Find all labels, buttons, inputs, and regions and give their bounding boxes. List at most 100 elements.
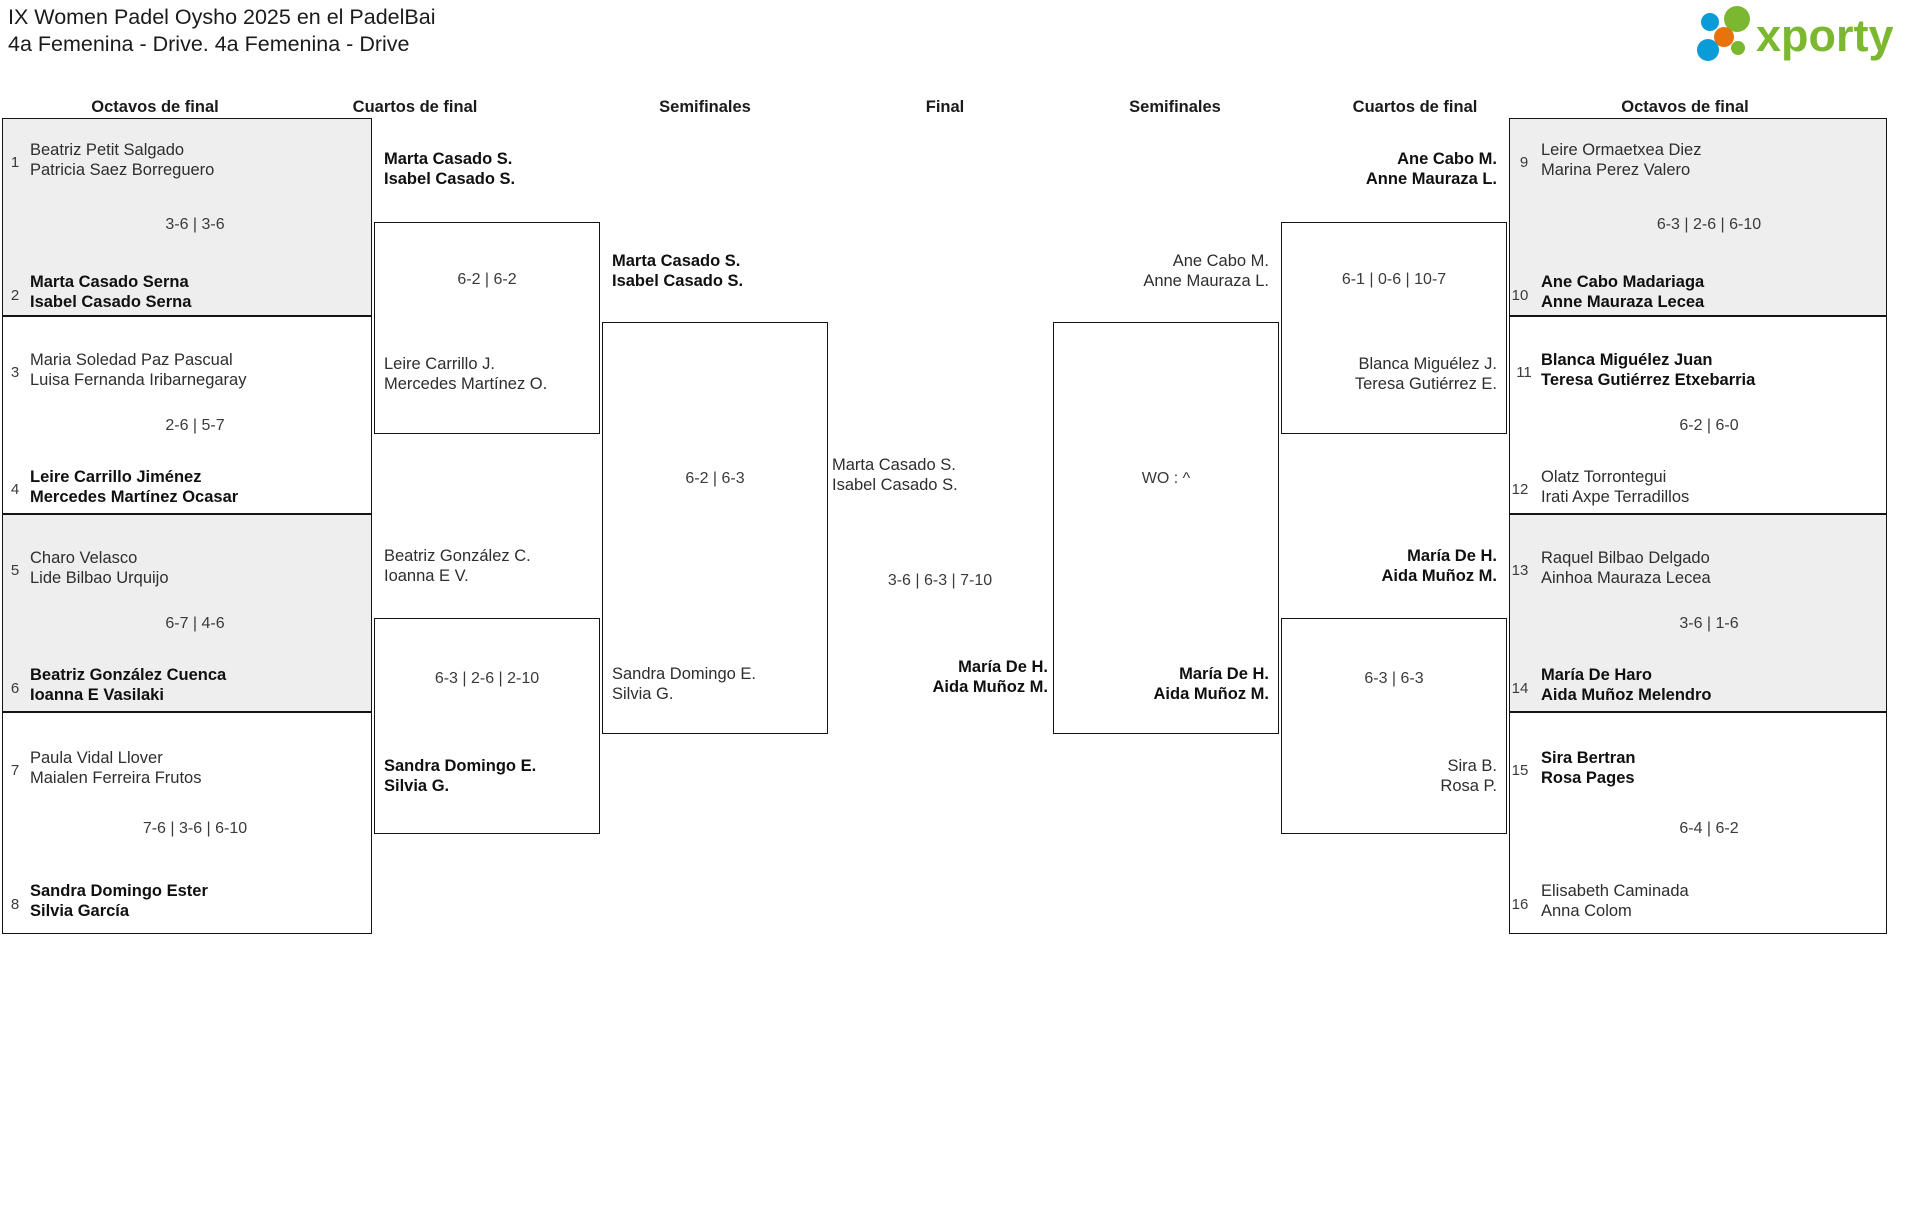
match-box-lqf-2[interactable] xyxy=(374,618,600,834)
match-box-rqf-1[interactable] xyxy=(1281,222,1507,434)
score-lqf-1: 6-2 | 6-2 xyxy=(457,271,517,288)
team-l16-3-top: Charo Velasco Lide Bilbao Urquijo xyxy=(30,549,169,588)
player-name: Sira B. xyxy=(1447,757,1497,775)
score-lqf-2: 6-3 | 2-6 | 2-10 xyxy=(434,670,540,687)
match-box-rqf-2[interactable] xyxy=(1281,618,1507,834)
player-name: Beatriz González C. xyxy=(384,547,531,565)
player-name: Anne Mauraza Lecea xyxy=(1541,292,1705,311)
team-r16-3-bottom: María De Haro Aida Muñoz Melendro xyxy=(1541,666,1712,705)
match-box-l16-1[interactable] xyxy=(2,118,372,316)
player-name: Silvia G. xyxy=(612,684,674,703)
player-name: Ainhoa Mauraza Lecea xyxy=(1541,568,1711,587)
match-box-l16-3[interactable] xyxy=(2,514,372,712)
team-r16-1-top: Leire Ormaetxea Diez Marina Perez Valero xyxy=(1541,141,1701,180)
round-label-right-qf: Cuartos de final xyxy=(1352,98,1478,116)
match-box-l16-4[interactable] xyxy=(2,712,372,934)
player-name: Luisa Fernanda Iribarnegaray xyxy=(30,370,247,389)
round-label-left-r16: Octavos de final xyxy=(91,98,219,116)
seed-number-13: 13 xyxy=(1511,562,1529,579)
player-name: Charo Velasco xyxy=(30,549,138,567)
player-name: Maria Soledad Paz Pascual xyxy=(30,351,233,369)
xporty-logo[interactable]: xporty xyxy=(1692,6,1902,62)
player-name: Aida Muñoz M. xyxy=(1381,566,1497,585)
player-name: Mercedes Martínez Ocasar xyxy=(30,487,239,506)
player-name: Blanca Miguélez J. xyxy=(1358,355,1498,373)
score-r16-4: 6-4 | 6-2 xyxy=(1679,820,1739,837)
match-box-rsf-1[interactable] xyxy=(1053,322,1279,734)
match-box-l16-2[interactable] xyxy=(2,316,372,514)
team-lqf-1-bottom: Leire Carrillo J. Mercedes Martínez O. xyxy=(384,355,547,394)
seed-number-7: 7 xyxy=(10,762,20,779)
team-r16-2-top: Blanca Miguélez Juan Teresa Gutiérrez Et… xyxy=(1541,351,1755,390)
player-name: Marta Casado S. xyxy=(612,252,741,270)
score-rqf-2: 6-3 | 6-3 xyxy=(1364,670,1424,687)
score-l16-2: 2-6 | 5-7 xyxy=(165,417,225,434)
player-name: Ane Cabo M. xyxy=(1397,150,1497,168)
player-name: Sira Bertran xyxy=(1541,749,1636,767)
player-name: Paula Vidal Llover xyxy=(30,749,163,767)
match-box-r16-2[interactable] xyxy=(1509,316,1887,514)
team-rqf-1-top: Ane Cabo M. Anne Mauraza L. xyxy=(1291,150,1497,189)
score-final: 3-6 | 6-3 | 7-10 xyxy=(887,572,993,589)
player-name: Anna Colom xyxy=(1541,901,1632,920)
seed-number-16: 16 xyxy=(1511,896,1529,913)
xporty-logo-text: xporty xyxy=(1756,10,1894,61)
match-box-r16-3[interactable] xyxy=(1509,514,1887,712)
player-name: Rosa Pages xyxy=(1541,768,1635,787)
player-name: Silvia García xyxy=(30,901,130,920)
seed-number-5: 5 xyxy=(10,562,20,579)
match-box-r16-4[interactable] xyxy=(1509,712,1887,934)
player-name: Leire Carrillo J. xyxy=(384,355,495,373)
score-rqf-1: 6-1 | 0-6 | 10-7 xyxy=(1341,271,1447,288)
player-name: Blanca Miguélez Juan xyxy=(1541,351,1713,369)
player-name: Marina Perez Valero xyxy=(1541,160,1691,179)
seed-number-12: 12 xyxy=(1511,481,1529,498)
match-box-lsf-1[interactable] xyxy=(602,322,828,734)
seed-number-4: 4 xyxy=(10,481,20,498)
match-box-r16-1[interactable] xyxy=(1509,118,1887,316)
score-rsf-1: WO : ^ xyxy=(1141,470,1191,487)
score-l16-1: 3-6 | 3-6 xyxy=(165,216,225,233)
score-lsf-1: 6-2 | 6-3 xyxy=(685,470,745,487)
seed-number-11: 11 xyxy=(1516,364,1532,381)
player-name: Olatz Torrontegui xyxy=(1541,468,1667,486)
team-final-bottom: María De H. Aida Muñoz M. xyxy=(832,658,1048,697)
player-name: Lide Bilbao Urquijo xyxy=(30,568,169,587)
player-name: Sandra Domingo E. xyxy=(612,665,756,683)
team-r16-4-bottom: Elisabeth Caminada Anna Colom xyxy=(1541,882,1689,921)
page-header: IX Women Padel Oysho 2025 en el PadelBai… xyxy=(0,0,1920,70)
player-name: Aida Muñoz M. xyxy=(932,677,1048,696)
team-lsf-1-top: Marta Casado S. Isabel Casado S. xyxy=(612,252,743,291)
team-r16-1-bottom: Ane Cabo Madariaga Anne Mauraza Lecea xyxy=(1541,273,1704,312)
team-l16-2-top: Maria Soledad Paz Pascual Luisa Fernanda… xyxy=(30,351,246,390)
player-name: Patricia Saez Borreguero xyxy=(30,160,215,179)
team-rqf-2-top: María De H. Aida Muñoz M. xyxy=(1291,547,1497,586)
seed-number-2: 2 xyxy=(10,287,20,304)
player-name: Beatriz Petit Salgado xyxy=(30,141,185,159)
player-name: Sandra Domingo E. xyxy=(384,757,537,775)
player-name: Beatriz González Cuenca xyxy=(30,666,227,684)
seed-number-15: 15 xyxy=(1511,762,1529,779)
team-l16-4-top: Paula Vidal Llover Maialen Ferreira Frut… xyxy=(30,749,201,788)
player-name: Ioanna E V. xyxy=(384,566,469,585)
seed-number-1: 1 xyxy=(10,154,20,171)
player-name: Aida Muñoz M. xyxy=(1153,684,1269,703)
team-r16-2-bottom: Olatz Torrontegui Irati Axpe Terradillos xyxy=(1541,468,1689,507)
player-name: Anne Mauraza L. xyxy=(1365,169,1497,188)
score-l16-4: 7-6 | 3-6 | 6-10 xyxy=(142,820,248,837)
team-rsf-1-bottom: María De H. Aida Muñoz M. xyxy=(1063,665,1269,704)
team-lqf-1-top: Marta Casado S. Isabel Casado S. xyxy=(384,150,515,189)
seed-number-6: 6 xyxy=(10,680,20,697)
player-name: Anne Mauraza L. xyxy=(1143,271,1269,290)
player-name: Rosa P. xyxy=(1440,776,1497,795)
player-name: Irati Axpe Terradillos xyxy=(1541,487,1690,506)
seed-number-3: 3 xyxy=(10,364,20,381)
player-name: Mercedes Martínez O. xyxy=(384,374,548,393)
player-name: Isabel Casado S. xyxy=(384,169,516,188)
player-name: María De H. xyxy=(958,658,1048,676)
match-box-lqf-1[interactable] xyxy=(374,222,600,434)
team-lqf-2-bottom: Sandra Domingo E. Silvia G. xyxy=(384,757,536,796)
seed-number-9: 9 xyxy=(1519,154,1529,171)
team-l16-4-bottom: Sandra Domingo Ester Silvia García xyxy=(30,882,208,921)
round-label-left-sf: Semifinales xyxy=(659,98,751,116)
